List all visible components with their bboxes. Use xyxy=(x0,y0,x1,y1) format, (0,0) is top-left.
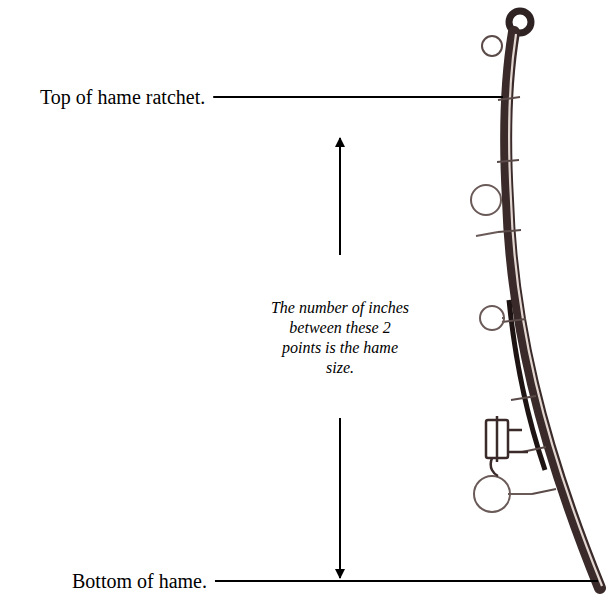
leader-line xyxy=(215,580,598,582)
up-arrow xyxy=(339,138,341,255)
part-label: Top of hame ratchet. xyxy=(40,85,205,109)
hame-shade xyxy=(509,300,545,470)
down-arrow xyxy=(339,418,341,578)
leader-line xyxy=(213,96,503,98)
hame-clamps xyxy=(497,97,556,494)
part-label: Bottom of hame. xyxy=(72,569,207,593)
hame-rings xyxy=(471,185,532,512)
hame-bar xyxy=(506,32,600,588)
hame-highlight xyxy=(509,34,602,586)
dimension-note: The number of inches between these 2 poi… xyxy=(270,298,410,378)
terret-ring xyxy=(482,36,502,56)
trace-buckle xyxy=(486,416,528,476)
